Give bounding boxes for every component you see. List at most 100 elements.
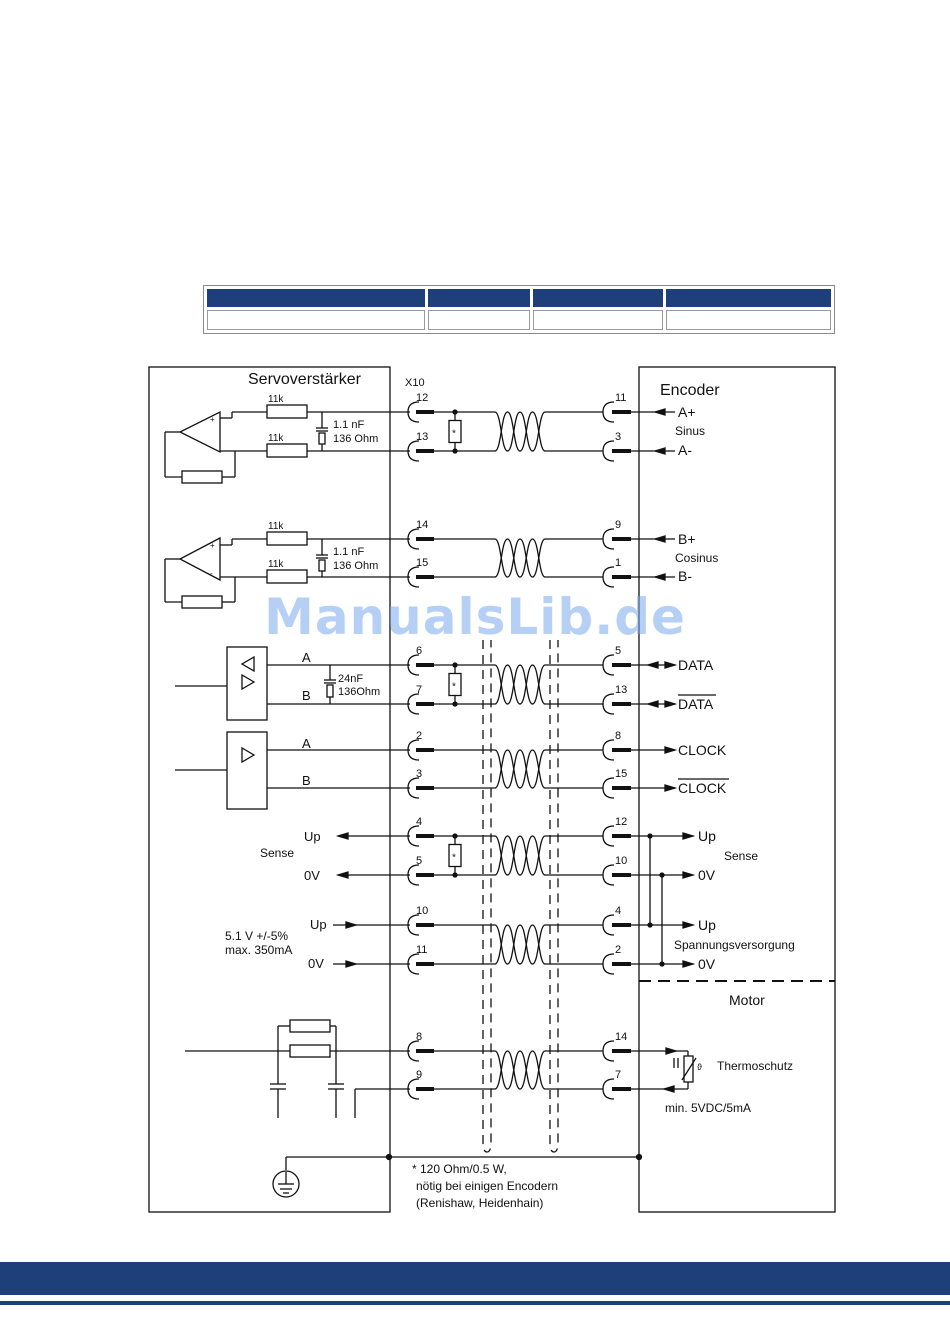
table-header-cell — [207, 289, 425, 307]
thermistor: ϑ — [631, 1047, 702, 1093]
connector-pin-arc — [407, 953, 420, 975]
star-marker: * — [452, 853, 456, 864]
twisted-pair-wire — [494, 749, 546, 789]
signal-label: B- — [678, 568, 692, 584]
signal-group-label: Cosinus — [675, 551, 718, 565]
twisted-pair-wire — [494, 664, 546, 705]
pin-number-left: 9 — [416, 1069, 422, 1081]
pin-number-right: 15 — [615, 768, 627, 780]
pin-number-right: 1 — [615, 557, 621, 569]
footnote-line: nötig bei einigen Encodern — [416, 1179, 558, 1193]
thermo-min-label: min. 5VDC/5mA — [665, 1101, 751, 1115]
connector-pin-arc — [407, 693, 420, 715]
pin-number-right: 4 — [615, 905, 621, 917]
table-header-cell — [427, 289, 530, 307]
signal-a-label: A — [302, 736, 311, 751]
encoder-box — [638, 366, 836, 1213]
connector-pin-arc — [407, 654, 420, 676]
junction-dot — [452, 448, 458, 454]
spec-table-header-row — [207, 289, 831, 307]
sense-label: Sense — [724, 849, 758, 863]
twisted-pair-wire — [494, 411, 546, 452]
zero-v-label: 0V — [304, 868, 320, 883]
pin-number-right: 9 — [615, 519, 621, 531]
pin-number-left: 5 — [416, 855, 422, 867]
resistor-label: 11k — [268, 521, 284, 532]
cable-shield — [482, 640, 559, 1153]
pin-number-left: 14 — [416, 519, 428, 531]
signal-label-inverted: DATA — [678, 696, 714, 712]
pin-number-right: 5 — [615, 645, 621, 657]
twisted-pair-wire — [494, 924, 546, 965]
junction-dot — [452, 409, 458, 415]
signal-a-label: A — [302, 650, 311, 665]
twisted-pair-wire — [494, 538, 546, 578]
supply-label: Spannungsversorgung — [674, 938, 795, 952]
footnote-line: * 120 Ohm/0.5 W, — [412, 1162, 507, 1176]
capacitor-label: 1.1 nF — [333, 419, 364, 431]
twisted-pair-wire — [494, 1050, 546, 1090]
pin-number-right: 11 — [615, 392, 626, 404]
pin-number-right: 13 — [615, 684, 627, 696]
up-label: Up — [304, 829, 321, 844]
theta-symbol: ϑ — [697, 1062, 702, 1072]
connector-pin-arc — [407, 777, 420, 799]
signal-b-label: B — [302, 688, 311, 703]
spec-table — [203, 285, 835, 334]
pin-number-right: 2 — [615, 944, 621, 956]
svg-text:-: - — [210, 569, 213, 578]
signal-label: B+ — [678, 531, 696, 547]
pin-number-left: 10 — [416, 905, 428, 917]
encoder-labels: A+ Sinus A- B+ Cosinus B- DATA DATA CLOC… — [665, 404, 795, 1115]
pin-number-left: 15 — [416, 557, 428, 569]
signal-label: A+ — [678, 404, 696, 420]
termination-label: 136 Ohm — [333, 560, 378, 572]
sense-label: Sense — [260, 846, 294, 860]
up-label: Up — [310, 917, 327, 932]
pin-number-left: 11 — [416, 944, 427, 956]
resistor-label: 11k — [268, 433, 284, 444]
ground-symbol — [272, 1153, 643, 1198]
pin-number-left: 8 — [416, 1031, 422, 1043]
capacitor-label: 1.1 nF — [333, 546, 364, 558]
capacitor-label: 24nF — [338, 673, 363, 685]
star-marker: * — [452, 682, 456, 693]
twisted-pair-wire — [494, 749, 546, 789]
connector-pin-arc — [407, 1040, 420, 1062]
signal-label: CLOCK — [678, 742, 727, 758]
watermark: ManualsLib.de — [264, 588, 686, 646]
zero-v-label: 0V — [698, 956, 716, 972]
svg-text:+: + — [210, 541, 215, 550]
svg-text:-: - — [210, 443, 213, 452]
twisted-pair-wire — [494, 835, 546, 876]
resistor-label: 11k — [268, 559, 284, 570]
spec-table-row — [207, 310, 831, 330]
connector-pin-arc — [407, 914, 420, 936]
junction-dot — [452, 833, 458, 839]
pin-number-left: 13 — [416, 431, 428, 443]
zero-v-label: 0V — [308, 956, 324, 971]
pin-number-right: 12 — [615, 816, 627, 828]
supply-voltage-label: 5.1 V +/-5% — [225, 929, 288, 943]
encoder-title: Encoder — [660, 382, 720, 399]
table-cell — [532, 310, 664, 330]
footer-line — [0, 1301, 950, 1305]
twisted-pair-wire — [494, 1050, 546, 1090]
termination-label: 136 Ohm — [333, 433, 378, 445]
pin-number-right: 7 — [615, 1069, 621, 1081]
connector-pin-arc — [407, 401, 420, 423]
resistor-label: 11k — [268, 394, 284, 405]
pin-number-left: 12 — [416, 392, 428, 404]
twisted-pair-wire — [494, 664, 546, 705]
zero-v-label: 0V — [698, 867, 716, 883]
table-header-cell — [532, 289, 664, 307]
table-cell — [207, 310, 425, 330]
star-marker: * — [452, 429, 456, 440]
twisted-pair-wire — [494, 538, 546, 578]
connector-label: X10 — [405, 377, 425, 389]
junction-dot — [452, 662, 458, 668]
data-transceiver: A B 24nF 136Ohm — [175, 646, 410, 721]
servo-box — [148, 366, 391, 1213]
